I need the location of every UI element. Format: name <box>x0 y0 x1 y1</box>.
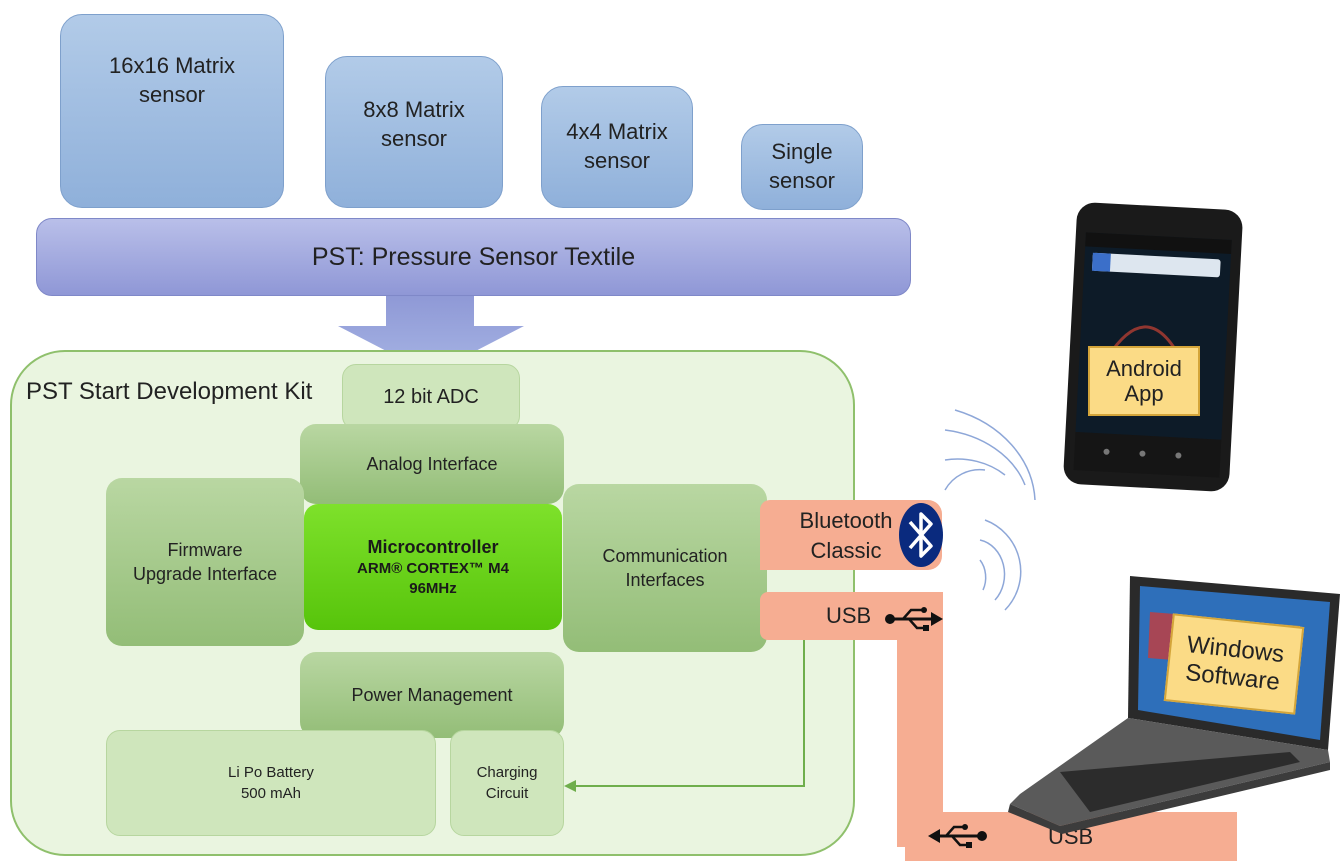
firmware-label: Firmware Upgrade Interface <box>132 539 278 584</box>
sensor-4x4: 4x4 Matrix sensor <box>541 86 693 208</box>
battery-box: Li Po Battery 500 mAh <box>106 730 436 836</box>
sensor-single: Single sensor <box>741 124 863 210</box>
usb-bottom-icon <box>928 824 987 848</box>
charging-circuit-label: Charging Circuit <box>476 764 538 802</box>
power-management-label: Power Management <box>351 684 513 705</box>
sensor-single-label: Single sensor <box>768 139 836 193</box>
bluetooth-icon <box>899 503 943 567</box>
sensor-8x8-label: 8x8 Matrix sensor <box>363 97 465 151</box>
firmware-box: Firmware Upgrade Interface <box>106 478 304 646</box>
android-app-label: Android App <box>1088 346 1200 416</box>
wireless-signal-icon <box>944 409 1036 611</box>
down-arrow <box>338 296 524 374</box>
charging-feed-line <box>564 636 805 792</box>
windows-software-label: Windows Software <box>1163 613 1305 715</box>
usb-top-label: USB <box>826 603 872 628</box>
sensor-8x8: 8x8 Matrix sensor <box>325 56 503 208</box>
mcu-title: Microcontroller <box>367 536 499 557</box>
mcu-line3: 96MHz <box>409 580 457 598</box>
kit-title: PST Start Development Kit <box>26 378 313 405</box>
power-management-box: Power Management <box>300 652 564 738</box>
analog-interface-box: Analog Interface <box>300 424 564 504</box>
android-app-text: Android App <box>1106 355 1182 406</box>
sensor-4x4-label: 4x4 Matrix sensor <box>566 119 668 173</box>
sensor-16x16: 16x16 Matrix sensor <box>60 14 284 208</box>
analog-interface-label: Analog Interface <box>366 453 498 474</box>
windows-software-text: Windows Software <box>1184 631 1286 696</box>
pst-bar: PST: Pressure Sensor Textile <box>36 218 911 296</box>
microcontroller-box: Microcontroller ARM® CORTEX™ M4 96MHz <box>304 504 562 630</box>
battery-label: Li Po Battery 500 mAh <box>228 764 314 802</box>
sensor-16x16-label: 16x16 Matrix sensor <box>109 53 235 107</box>
bluetooth-label: Bluetooth Classic <box>799 508 893 563</box>
usb-top-box <box>760 592 943 640</box>
mcu-line2: ARM® CORTEX™ M4 <box>357 559 509 577</box>
adc-box: 12 bit ADC <box>342 364 520 430</box>
communication-box: Communication Interfaces <box>563 484 767 652</box>
usb-icon <box>885 607 943 631</box>
adc-label: 12 bit ADC <box>383 386 479 408</box>
charging-circuit-box: Charging Circuit <box>450 730 564 836</box>
communication-label: Communication Interfaces <box>602 545 728 590</box>
pst-bar-label: PST: Pressure Sensor Textile <box>311 242 636 271</box>
